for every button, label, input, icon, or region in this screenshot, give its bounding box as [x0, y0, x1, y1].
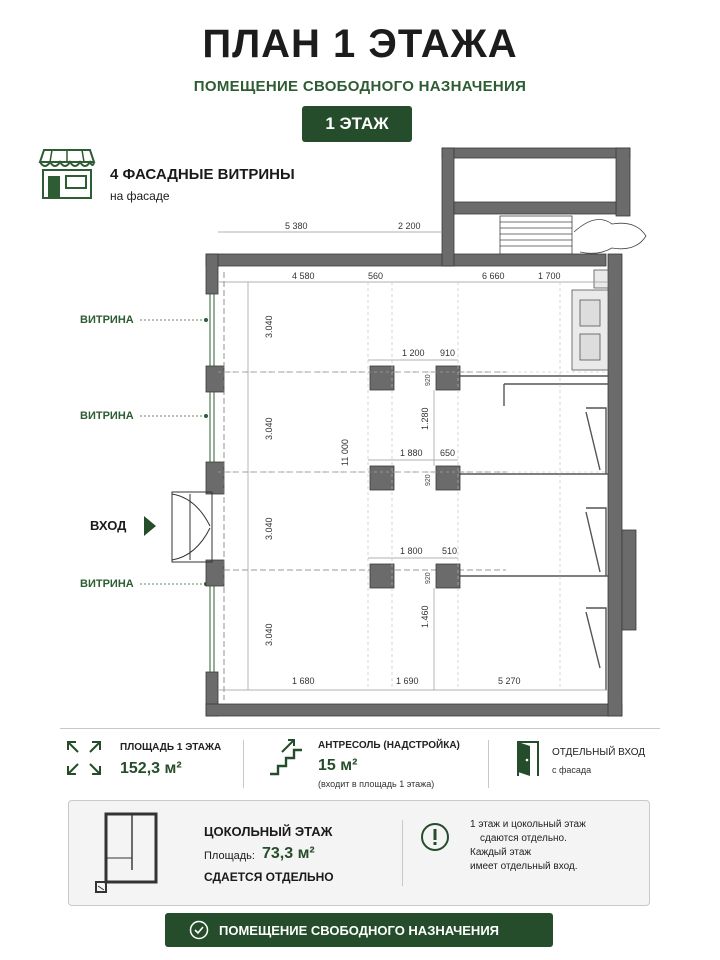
dimension-texts: 5 380 2 200 4 580 560 6 660 1 700 1 200 … [264, 221, 561, 686]
mezzanine-note: (входит в площадь 1 этажа) [318, 779, 435, 789]
basement-area-value: 73,3 м² [262, 845, 315, 862]
floor-plan: 5 380 2 200 4 580 560 6 660 1 700 1 200 … [140, 147, 647, 717]
dim-label: 1.280 [420, 407, 430, 430]
basement-card [68, 800, 650, 906]
vitrines-sub: на фасаде [110, 189, 170, 203]
grid-lines [218, 282, 608, 690]
basement-divider [402, 820, 403, 886]
vitrina-leaders [140, 319, 205, 585]
basement-area-label: Площадь: [204, 850, 255, 862]
dim-label: 1 680 [292, 676, 315, 686]
stats-divider [243, 740, 244, 788]
check-circle-icon [189, 920, 209, 940]
separate-entrance-note: с фасада [552, 765, 592, 775]
top-divider [60, 728, 660, 729]
dim-label: 920 [425, 572, 432, 584]
dim-label: 1 690 [396, 676, 419, 686]
stairs [499, 215, 647, 255]
info-line: Каждый этаж [470, 847, 532, 858]
columns [369, 365, 461, 589]
dim-label: 1.460 [420, 605, 430, 628]
dim-label: 5 380 [285, 221, 308, 231]
storefront-icon [38, 148, 96, 205]
basement-info: 1 этаж и цокольный этаж сдаются отдельно… [470, 818, 586, 874]
footer-button-label: ПОМЕЩЕНИЕ СВОБОДНОГО НАЗНАЧЕНИЯ [219, 922, 500, 938]
stairs-icon [268, 738, 308, 783]
dim-label: 650 [440, 448, 455, 458]
dim-label: 4 580 [292, 271, 315, 281]
vitrina-label: ВИТРИНА [80, 410, 134, 422]
dim-label: 1 800 [400, 546, 423, 556]
vitrines-heading: 4 ФАСАДНЫЕ ВИТРИНЫ [110, 166, 295, 183]
dim-label: 3.040 [264, 315, 274, 338]
page-title: ПЛАН 1 ЭТАЖА [202, 22, 518, 66]
info-alert-icon [420, 822, 450, 857]
dim-label: 1 200 [402, 348, 425, 358]
partitions [458, 375, 608, 690]
dim-label: 6 660 [482, 271, 505, 281]
dim-label: 920 [425, 374, 432, 386]
basement-title: ЦОКОЛЬНЫЙ ЭТАЖ [204, 824, 333, 839]
mezzanine-value: 15 м² [318, 757, 358, 774]
vitrina-label: ВИТРИНА [80, 578, 134, 590]
entrance-label: ВХОД [90, 518, 127, 533]
dim-label: 560 [368, 271, 383, 281]
vitrina-markers [204, 318, 208, 586]
info-line: 1 этаж и цокольный этаж [470, 819, 586, 830]
basement-rent-note: СДАЕТСЯ ОТДЕЛЬНО [204, 870, 334, 884]
dim-label: 5 270 [498, 676, 521, 686]
dim-label: 3.040 [264, 623, 274, 646]
basement-plan-icon [92, 810, 176, 899]
page-subtitle: ПОМЕЩЕНИЕ СВОБОДНОГО НАЗНАЧЕНИЯ [193, 78, 527, 95]
dim-label: 1 880 [400, 448, 423, 458]
expand-arrows-icon [66, 740, 102, 781]
info-line: сдаются отдельно. [480, 833, 567, 844]
dim-label: 2 200 [398, 221, 421, 231]
area-label: ПЛОЩАДЬ 1 ЭТАЖА [120, 742, 222, 753]
free-purpose-button[interactable]: ПОМЕЩЕНИЕ СВОБОДНОГО НАЗНАЧЕНИЯ [165, 913, 553, 947]
mezzanine-label: АНТРЕСОЛЬ (НАДСТРОЙКА) [318, 740, 460, 751]
column-dims: 920 920 920 [425, 374, 432, 584]
area-value: 152,3 м² [120, 760, 182, 777]
entrance-arrow-icon [144, 516, 156, 536]
door-icon [516, 740, 542, 783]
entrance-door [171, 491, 213, 563]
separate-entrance-label: ОТДЕЛЬНЫЙ ВХОД [552, 747, 646, 758]
dim-label: 920 [425, 474, 432, 486]
stats-divider [488, 740, 489, 788]
floor-badge: 1 ЭТАЖ [302, 106, 412, 142]
dim-label: 510 [442, 546, 457, 556]
dim-label: 910 [440, 348, 455, 358]
fixtures [571, 269, 609, 371]
dimension-lines [218, 231, 608, 691]
vitrina-label: ВИТРИНА [80, 314, 134, 326]
dim-label: 11 000 [340, 439, 350, 466]
outer-walls [205, 147, 637, 717]
dim-label: 1 700 [538, 271, 561, 281]
dim-label: 3.040 [264, 517, 274, 540]
dim-label: 3.040 [264, 417, 274, 440]
window-glazing [209, 294, 215, 672]
info-line: имеет отдельный вход. [470, 861, 578, 872]
